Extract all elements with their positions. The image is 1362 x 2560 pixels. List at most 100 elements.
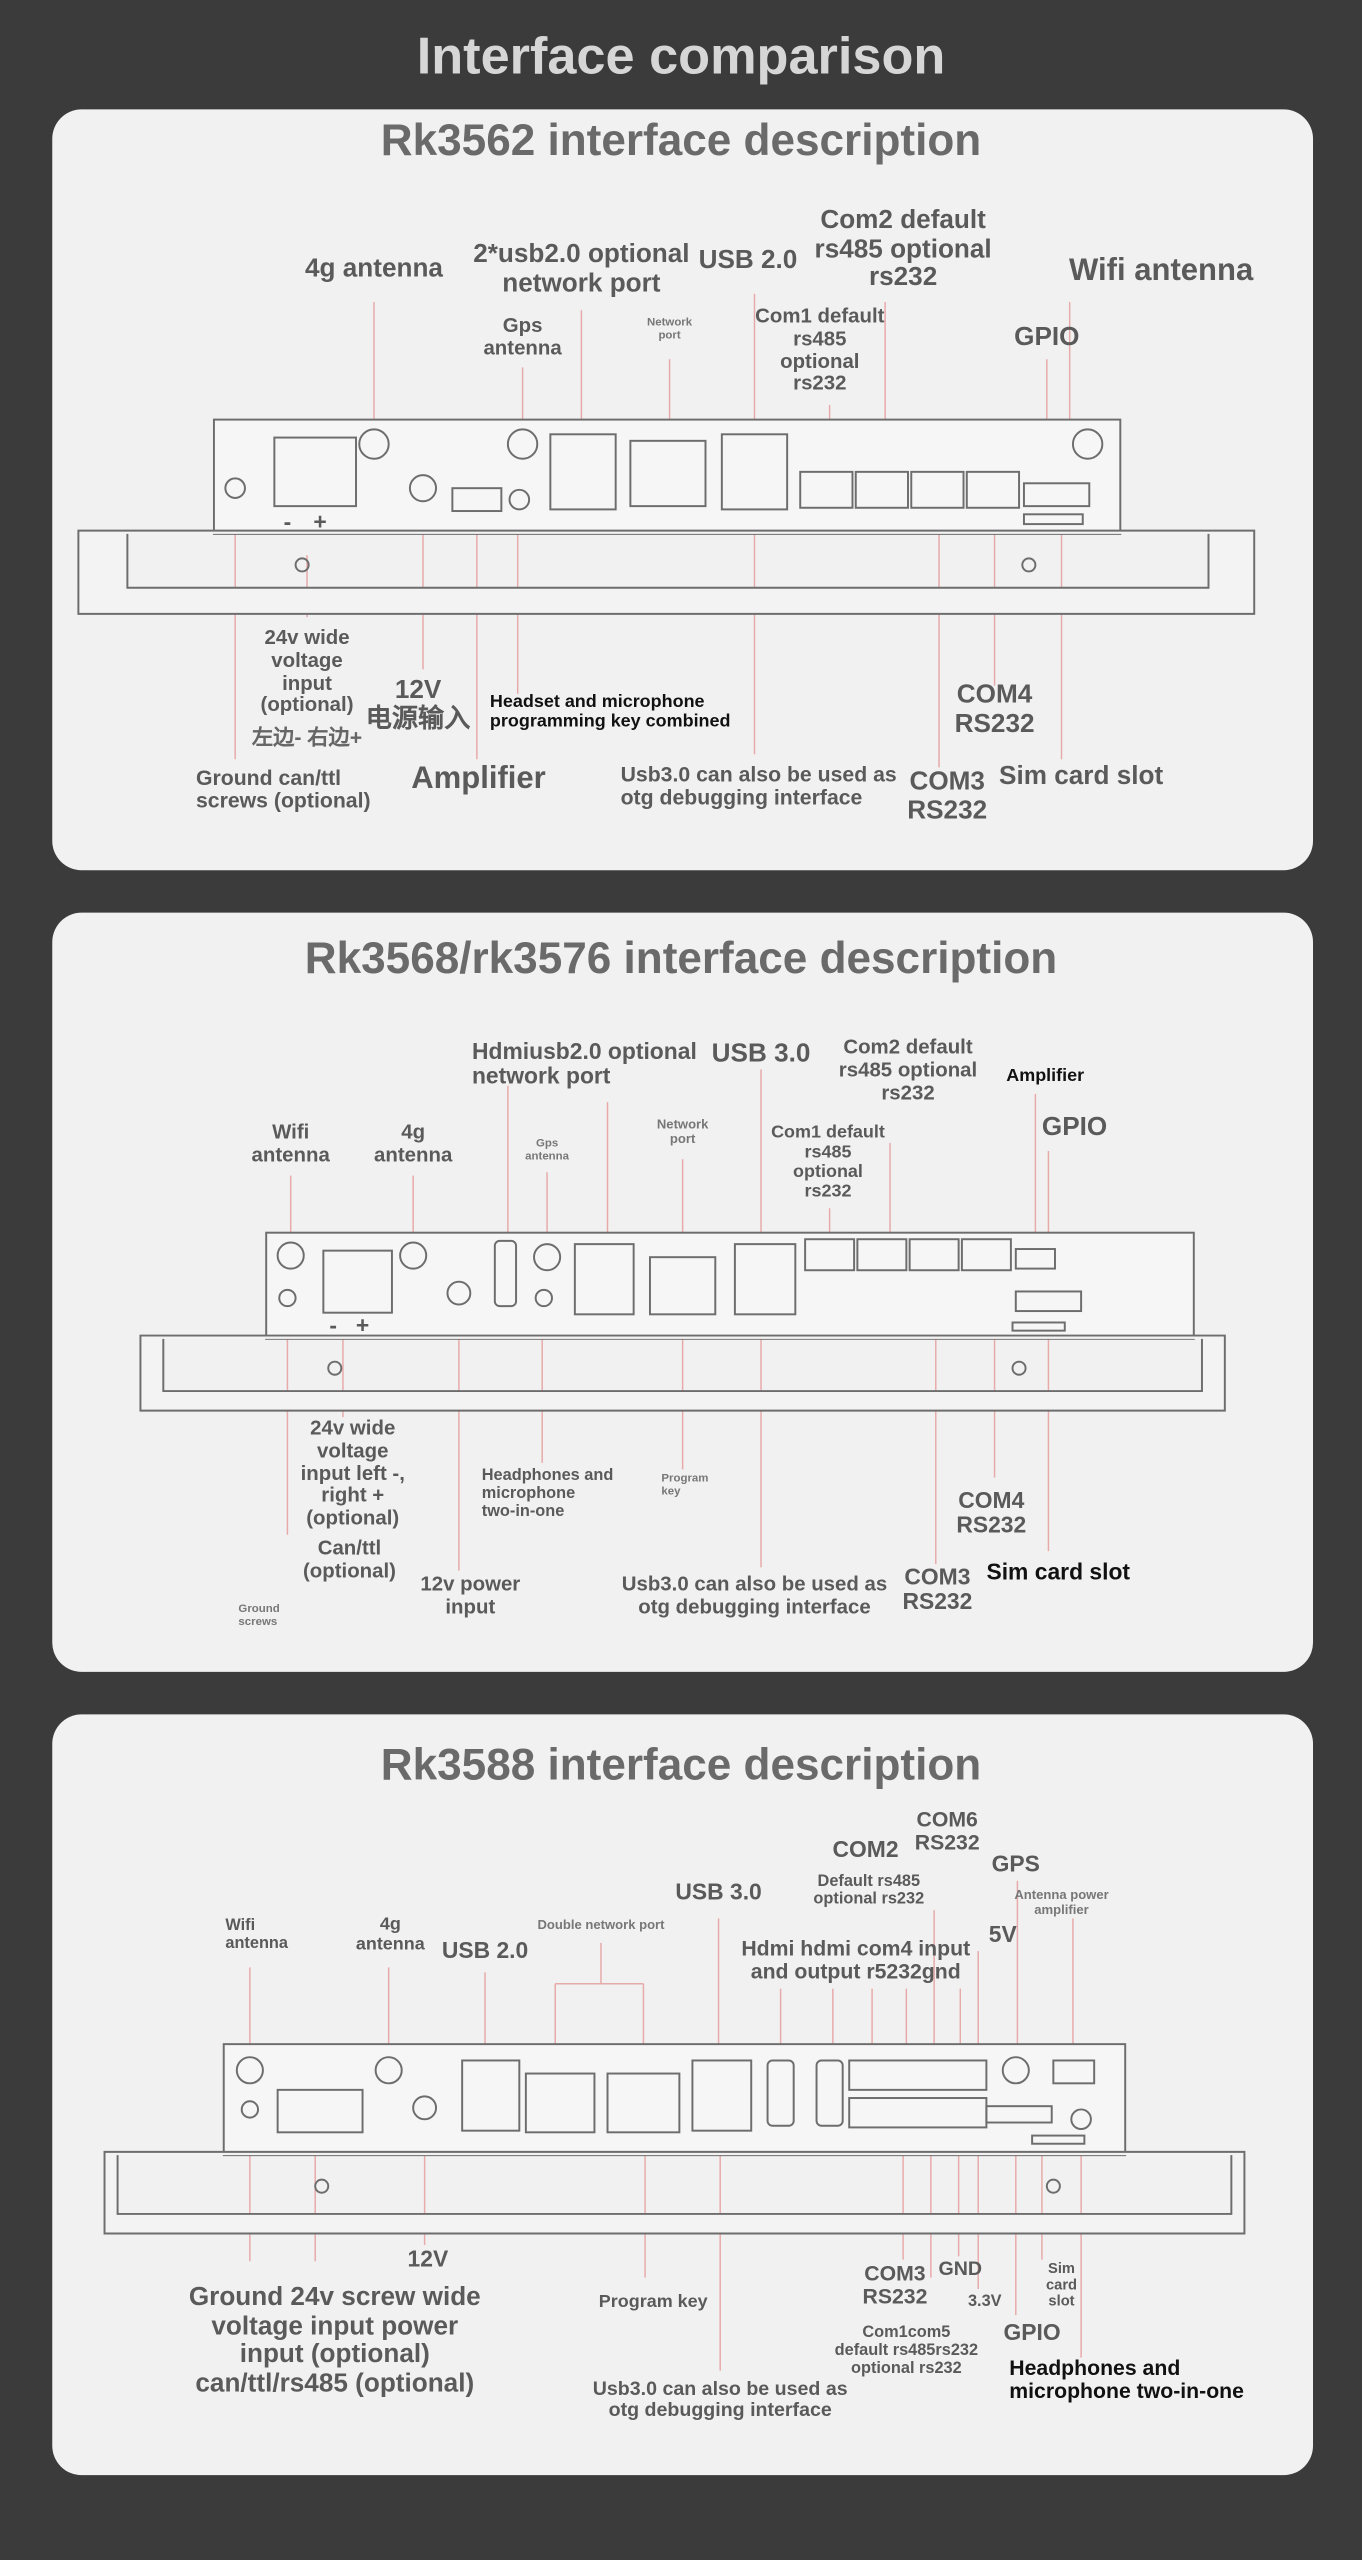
label-com4: COM4 RS232 bbox=[956, 1486, 1027, 1539]
label-network-port: Network port bbox=[656, 1117, 709, 1147]
label-double-network: Double network port bbox=[537, 1917, 665, 1933]
label-sim-slot: Sim card slot bbox=[999, 762, 1164, 791]
label-com4: COM4 RS232 bbox=[954, 681, 1035, 738]
label-24v-input: 24v wide voltage input left -, right + (… bbox=[300, 1416, 405, 1530]
sim-slot bbox=[1022, 513, 1084, 526]
headphone-jack bbox=[1070, 2108, 1092, 2131]
label-ground-screws: Ground can/ttl screws (optional) bbox=[195, 765, 371, 814]
panel-title: Rk3568/rk3576 interface description bbox=[304, 933, 1058, 983]
com3-connector bbox=[908, 1238, 960, 1272]
label-plus: + bbox=[355, 1311, 370, 1338]
dc-jack-12v bbox=[412, 2095, 438, 2121]
com4-connector bbox=[965, 470, 1021, 509]
hdmi-port-2 bbox=[815, 2059, 844, 2127]
label-com2: COM2 bbox=[832, 1835, 899, 1862]
gps-connector bbox=[533, 1243, 562, 1272]
com1-connector bbox=[804, 1238, 856, 1272]
label-24v-polarity-cn: 左边- 右边+ bbox=[251, 724, 363, 750]
gpio-connector bbox=[1014, 1290, 1083, 1313]
gps-connector bbox=[1001, 2056, 1030, 2085]
label-usb3-otg: Usb3.0 can also be used as otg debugging… bbox=[592, 2376, 848, 2422]
sim-slot bbox=[1031, 2134, 1086, 2145]
label-com1: Com1 default rs485 optional rs232 bbox=[771, 1122, 885, 1202]
label-network-port: Network port bbox=[647, 317, 693, 342]
label-ground-screws: Ground screws bbox=[238, 1603, 280, 1628]
label-amplifier: Amplifier bbox=[1006, 1066, 1085, 1086]
power-terminal bbox=[322, 1249, 393, 1314]
usb2-port bbox=[573, 1243, 635, 1316]
label-com2: Com2 default rs485 optional rs232 bbox=[814, 206, 992, 292]
ground-screw-icon bbox=[224, 477, 246, 499]
label-headphones: Headphones and microphone two-in-one bbox=[1009, 2355, 1244, 2404]
label-12v-input: 12V 电源输入 bbox=[365, 676, 471, 734]
device-back-housing bbox=[222, 2043, 1127, 2157]
antenna-4g-connector bbox=[374, 2056, 403, 2085]
com2-connector bbox=[856, 1238, 908, 1272]
label-headphones: Headphones and microphone two-in-one bbox=[481, 1466, 614, 1521]
device-rk3562 bbox=[77, 418, 1256, 615]
label-gnd: GND bbox=[938, 2257, 983, 2280]
dc-jack-12v bbox=[446, 1280, 472, 1306]
label-power-input: Ground 24v screw wide voltage input powe… bbox=[188, 2283, 481, 2398]
label-gps-antenna: Gps antenna bbox=[525, 1138, 570, 1163]
label-minus: - bbox=[283, 508, 292, 535]
label-com3: COM3 RS232 bbox=[902, 1563, 973, 1615]
label-gpio: GPIO bbox=[1003, 2318, 1061, 2346]
device-back-housing bbox=[212, 418, 1122, 535]
device-rk3588 bbox=[103, 2043, 1246, 2235]
ground-screw-icon bbox=[240, 2100, 260, 2119]
wifi-connector bbox=[276, 1241, 305, 1270]
label-program-key: Program key bbox=[598, 2292, 708, 2312]
label-com3: COM3 RS232 bbox=[907, 768, 988, 825]
label-amplifier: Amplifier bbox=[411, 761, 546, 797]
label-wifi-antenna: Wifi antenna bbox=[251, 1120, 330, 1166]
label-hdmi-usb2: Hdmiusb2.0 optional network port bbox=[471, 1037, 697, 1090]
amplifier-connector bbox=[1052, 2059, 1096, 2085]
label-4g-antenna: 4g antenna bbox=[305, 255, 443, 283]
mount-hole bbox=[314, 2178, 330, 2194]
label-can-ttl: Can/ttl (optional) bbox=[302, 1536, 396, 1583]
com4-connector bbox=[960, 1238, 1012, 1272]
label-hdmi-com4: Hdmi hdmi com4 input and output r5232gnd bbox=[741, 1935, 971, 1984]
wifi-connector bbox=[235, 2056, 264, 2085]
label-com6: COM6 RS232 bbox=[914, 1806, 980, 1855]
usb3-port bbox=[733, 1243, 797, 1316]
usb2-port bbox=[461, 2059, 521, 2132]
gpio-connector bbox=[985, 2105, 1053, 2124]
label-3v3: 3.3V bbox=[967, 2293, 1002, 2312]
hdmi-port bbox=[493, 1239, 518, 1308]
label-5v: 5V bbox=[988, 1920, 1017, 1947]
panel-title: Rk3562 interface description bbox=[380, 115, 982, 165]
device-bezel bbox=[139, 1334, 1226, 1412]
hdmi-port-1 bbox=[766, 2059, 795, 2127]
com3-connector bbox=[910, 470, 965, 509]
com1-connector bbox=[799, 470, 854, 509]
label-sim-slot: Sim card slot bbox=[986, 1558, 1131, 1585]
label-plus: + bbox=[313, 508, 327, 535]
gps-connector bbox=[506, 428, 539, 460]
label-gpio: GPIO bbox=[1041, 1113, 1108, 1142]
power-terminal bbox=[276, 2088, 364, 2134]
mount-hole bbox=[1045, 2178, 1061, 2194]
label-4g-antenna: 4g antenna bbox=[374, 1120, 453, 1166]
label-12v: 12V bbox=[407, 2245, 449, 2272]
dc-jack-12v bbox=[408, 474, 438, 503]
label-gps: GPS bbox=[991, 1850, 1040, 1877]
ground-screw-icon bbox=[278, 1288, 297, 1308]
antenna-4g-connector bbox=[358, 428, 390, 460]
power-terminal bbox=[273, 436, 357, 508]
label-usb3-otg: Usb3.0 can also be used as otg debugging… bbox=[620, 761, 897, 810]
device-bezel bbox=[103, 2150, 1246, 2235]
label-com2: Com2 default rs485 optional rs232 bbox=[838, 1035, 978, 1104]
com2-connector bbox=[854, 470, 909, 509]
label-wifi-antenna: Wifi antenna bbox=[1069, 253, 1254, 289]
label-usb3-otg: Usb3.0 can also be used as otg debugging… bbox=[621, 1572, 888, 1619]
wifi-connector bbox=[1071, 428, 1104, 460]
device-bezel bbox=[77, 529, 1256, 615]
antenna-4g-connector bbox=[399, 1241, 428, 1270]
label-24v-input: 24v wide voltage input (optional) bbox=[260, 626, 354, 717]
usb3-port bbox=[691, 2059, 753, 2132]
mount-hole bbox=[1021, 557, 1037, 573]
